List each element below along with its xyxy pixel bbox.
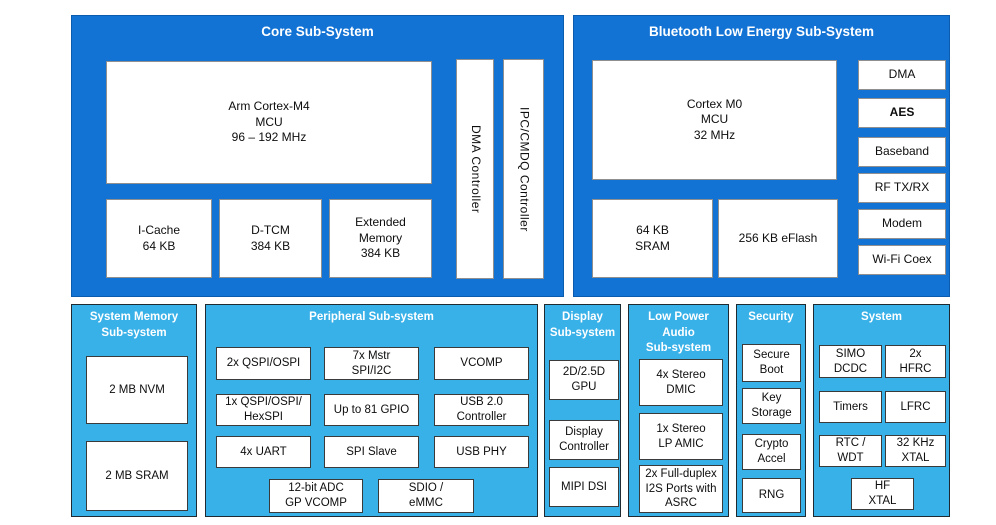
- block-2x-qspi-ospi: 2x QSPI/OSPI: [216, 347, 311, 380]
- block-sdio-emmc: SDIO / eMMC: [378, 479, 474, 513]
- ble-subsystem-title: Bluetooth Low Energy Sub-System: [648, 24, 875, 39]
- block-4x-uart: 4x UART: [216, 436, 311, 468]
- block-1x-stereo-lp-amic: 1x Stereo LP AMIC: [639, 413, 723, 460]
- system-memory-subsystem-panel: System Memory Sub-system 2 MB NVM 2 MB S…: [71, 304, 197, 517]
- peripheral-title: Peripheral Sub-system: [309, 311, 434, 323]
- block-aes: AES: [858, 98, 946, 128]
- block-wifi-coex: Wi-Fi Coex: [858, 245, 946, 275]
- low-power-audio-title: Low Power Audio Sub-system: [645, 311, 712, 355]
- block-1x-qspi-ospi-hexspi: 1x QSPI/OSPI/ HexSPI: [216, 394, 311, 426]
- system-memory-title: System Memory Sub-system: [89, 311, 179, 339]
- core-subsystem-panel: Core Sub-System Arm Cortex-M4 MCU 96 – 1…: [71, 15, 564, 297]
- block-4x-stereo-dmic: 4x Stereo DMIC: [639, 359, 723, 406]
- block-cortex-m0-mcu: Cortex M0 MCU 32 MHz: [592, 60, 837, 180]
- block-rf-tx-rx: RF TX/RX: [858, 173, 946, 203]
- block-ble-dma: DMA: [858, 60, 946, 90]
- block-display-controller: Display Controller: [549, 420, 619, 460]
- block-spi-slave: SPI Slave: [324, 436, 419, 468]
- block-icache: I-Cache 64 KB: [106, 199, 212, 278]
- security-title: Security: [748, 311, 794, 323]
- system-title: System: [861, 311, 902, 323]
- block-crypto-accel: Crypto Accel: [742, 434, 801, 470]
- ble-subsystem-panel: Bluetooth Low Energy Sub-System Cortex M…: [573, 15, 950, 297]
- block-256kb-eflash: 256 KB eFlash: [718, 199, 838, 278]
- block-mipi-dsi: MIPI DSI: [549, 467, 619, 507]
- block-ipc-cmdq-controller: IPC/CMDQ Controller: [503, 59, 544, 279]
- peripheral-subsystem-panel: Peripheral Sub-system 2x QSPI/OSPI 7x Ms…: [205, 304, 538, 517]
- low-power-audio-subsystem-panel: Low Power Audio Sub-system 4x Stereo DMI…: [628, 304, 729, 517]
- block-32khz-xtal: 32 KHz XTAL: [885, 435, 946, 467]
- core-subsystem-title: Core Sub-System: [261, 24, 374, 39]
- block-arm-cortex-m4-mcu: Arm Cortex-M4 MCU 96 – 192 MHz: [106, 61, 432, 184]
- block-vcomp: VCOMP: [434, 347, 529, 380]
- block-simo-dcdc: SIMO DCDC: [819, 345, 882, 378]
- block-dtcm: D-TCM 384 KB: [219, 199, 322, 278]
- block-usb2-controller: USB 2.0 Controller: [434, 394, 529, 426]
- block-extended-memory: Extended Memory 384 KB: [329, 199, 432, 278]
- block-12bit-adc-gp-vcomp: 12-bit ADC GP VCOMP: [269, 479, 363, 513]
- display-title: Display Sub-system: [549, 311, 616, 339]
- block-timers: Timers: [819, 391, 882, 423]
- block-2mb-sram: 2 MB SRAM: [86, 441, 188, 511]
- display-subsystem-panel: Display Sub-system 2D/2.5D GPU Display C…: [544, 304, 621, 517]
- block-2mb-nvm: 2 MB NVM: [86, 356, 188, 424]
- block-secure-boot: Secure Boot: [742, 344, 801, 382]
- block-baseband: Baseband: [858, 137, 946, 167]
- system-panel: System SIMO DCDC 2x HFRC Timers LFRC RTC…: [813, 304, 950, 517]
- block-key-storage: Key Storage: [742, 388, 801, 424]
- block-7x-mstr-spi-i2c: 7x Mstr SPI/I2C: [324, 347, 419, 380]
- block-64kb-sram: 64 KB SRAM: [592, 199, 713, 278]
- block-2d-25d-gpu: 2D/2.5D GPU: [549, 360, 619, 400]
- security-panel: Security Secure Boot Key Storage Crypto …: [736, 304, 806, 517]
- block-rtc-wdt: RTC / WDT: [819, 435, 882, 467]
- block-gpio: Up to 81 GPIO: [324, 394, 419, 426]
- block-rng: RNG: [742, 478, 801, 513]
- block-dma-controller: DMA Controller: [456, 59, 494, 279]
- block-modem: Modem: [858, 209, 946, 239]
- block-2x-full-duplex-i2s-asrc: 2x Full-duplex I2S Ports with ASRC: [639, 465, 723, 513]
- block-hf-xtal: HF XTAL: [851, 478, 914, 510]
- block-usb-phy: USB PHY: [434, 436, 529, 468]
- block-lfrc: LFRC: [885, 391, 946, 423]
- block-2x-hfrc: 2x HFRC: [885, 345, 946, 378]
